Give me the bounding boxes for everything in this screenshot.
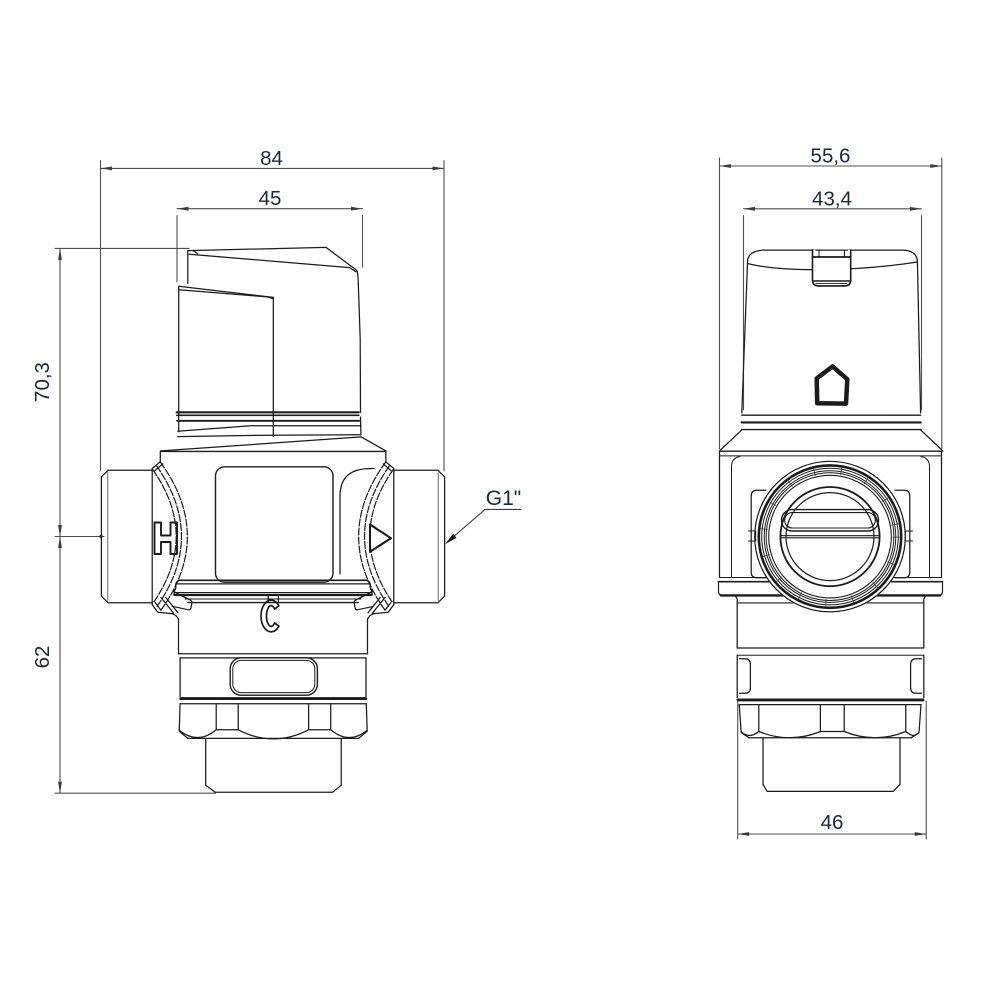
svg-text:62: 62	[31, 646, 54, 669]
svg-text:46: 46	[821, 811, 844, 834]
svg-text:70,3: 70,3	[31, 362, 54, 402]
svg-text:55,6: 55,6	[811, 145, 851, 168]
svg-text:45: 45	[259, 187, 282, 210]
svg-text:G1": G1"	[486, 487, 521, 510]
svg-text:43,4: 43,4	[812, 187, 852, 210]
svg-text:84: 84	[260, 147, 283, 170]
